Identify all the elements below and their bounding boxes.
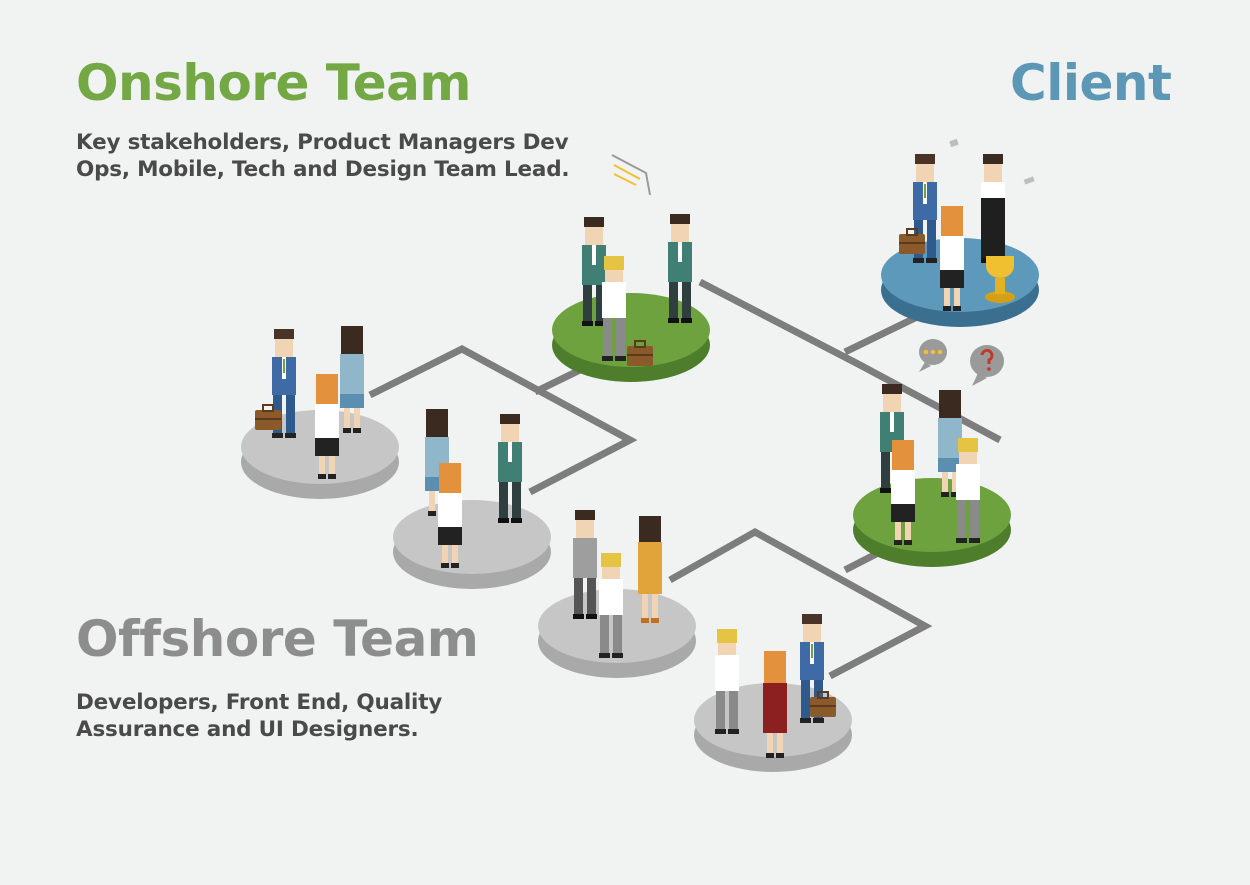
ellipsis-bubble-icon bbox=[919, 339, 947, 372]
trophy-icon bbox=[985, 256, 1015, 303]
platform-offshore-mid bbox=[393, 500, 551, 589]
speech-bubble-icon bbox=[611, 154, 651, 196]
onshore-team-title: Onshore Team bbox=[76, 54, 472, 112]
connector-lines bbox=[368, 278, 1002, 680]
onshore-team-description: Key stakeholders, Product Managers Dev O… bbox=[76, 129, 576, 183]
client-title: Client bbox=[1010, 54, 1172, 112]
offshore-team-description: Developers, Front End, Quality Assurance… bbox=[76, 689, 476, 743]
onshore-desc-line-2: Ops, Mobile, Tech and Design Team Lead. bbox=[76, 157, 570, 182]
platform-onshore-right bbox=[853, 478, 1011, 567]
question-bubble-icon bbox=[970, 345, 1004, 386]
offshore-desc-line-2: Assurance and UI Designers. bbox=[76, 717, 419, 742]
handshake-spark-icon bbox=[949, 138, 1035, 185]
offshore-team-title: Offshore Team bbox=[76, 610, 479, 668]
onshore-desc-line-1: Key stakeholders, Product Managers Dev bbox=[76, 130, 569, 155]
offshore-desc-line-1: Developers, Front End, Quality bbox=[76, 690, 443, 715]
